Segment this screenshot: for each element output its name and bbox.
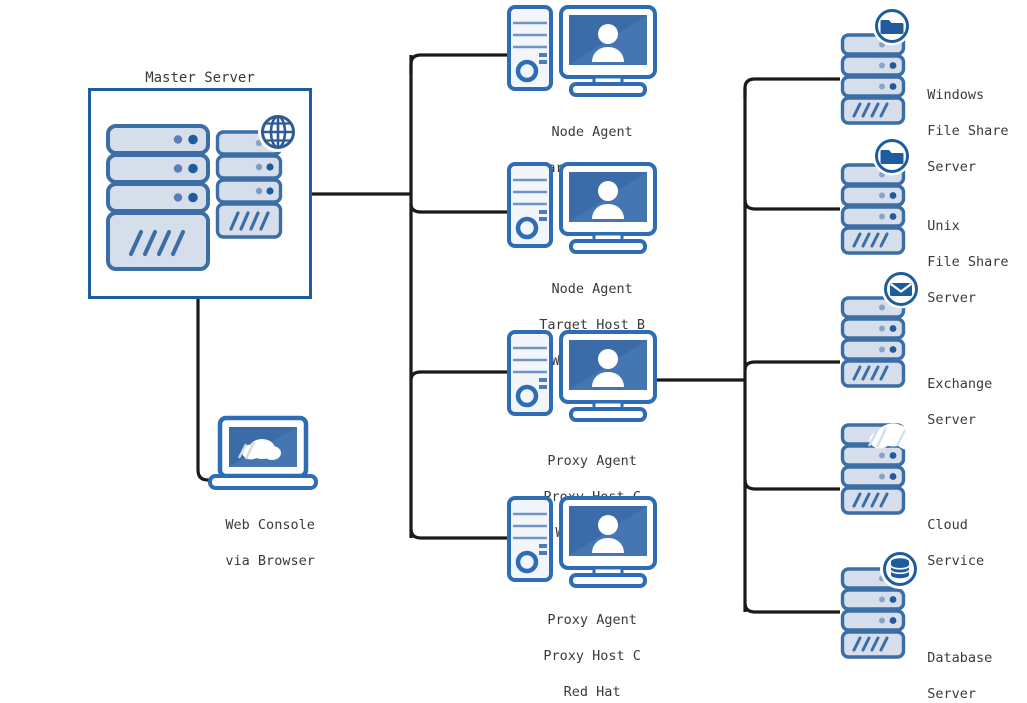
console-line-2: via Browser <box>225 553 315 569</box>
target-server-windows-file-share <box>840 33 906 125</box>
agent-d-line-1: Proxy Agent <box>547 612 637 628</box>
target-branch-1 <box>743 77 840 98</box>
target-2-label: Unix File Share Server <box>911 199 1009 307</box>
link-master-to-console <box>176 299 198 478</box>
agent-d-line-3: Red Hat <box>563 684 621 700</box>
target-4-line-2: Service <box>927 553 985 569</box>
workstation-icon <box>507 496 657 592</box>
target-1-line-1: Windows <box>927 87 985 103</box>
agent-b-line-2: Target Host B <box>539 317 645 333</box>
console-line-1: Web Console <box>225 517 315 533</box>
agent-a-line-1: Node Agent <box>551 124 633 140</box>
workstation-icon <box>507 330 657 426</box>
agent-branch-a <box>409 53 507 74</box>
target-3-label: Exchange Server <box>911 357 992 429</box>
target-1-line-3: Server <box>927 159 977 175</box>
folder-icon <box>871 135 913 177</box>
globe-icon <box>256 110 300 154</box>
target-2-line-1: Unix <box>927 218 960 234</box>
rack-server-large <box>105 124 211 272</box>
agent-branch-d <box>409 528 507 540</box>
target-5-line-2: Server <box>927 686 977 702</box>
target-5-line-1: Database <box>927 650 993 666</box>
folder-icon <box>871 5 913 47</box>
agent-d-line-2: Proxy Host C <box>543 648 641 664</box>
connection-lines <box>176 53 840 614</box>
target-server-exchange <box>840 296 906 388</box>
workstation-icon <box>507 5 657 101</box>
laptop-cloud-icon <box>208 415 318 494</box>
database-icon <box>878 547 922 591</box>
target-branch-2 <box>743 199 840 211</box>
agent-b-line-1: Node Agent <box>551 281 633 297</box>
target-branch-3 <box>743 360 840 371</box>
target-3-line-2: Server <box>927 412 977 428</box>
cloud-icon <box>865 418 921 454</box>
agent-branch-c <box>409 370 507 381</box>
web-console-label: Web Console via Browser <box>162 498 362 570</box>
master-server-title: Master Server <box>145 70 255 86</box>
link-master-console <box>196 299 264 482</box>
workstation-icon <box>507 162 657 258</box>
target-5-label: Database Server <box>911 631 992 703</box>
target-server-unix-file-share <box>840 163 906 255</box>
target-1-label: Windows File Share Server <box>911 68 1009 176</box>
envelope-icon <box>880 268 922 310</box>
target-branch-5 <box>743 602 840 614</box>
target-4-label: Cloud Service <box>911 498 984 570</box>
target-2-line-3: Server <box>927 290 977 306</box>
target-1-line-2: File Share <box>927 123 1009 139</box>
target-3-line-1: Exchange <box>927 376 993 392</box>
target-4-line-1: Cloud <box>927 517 968 533</box>
target-branch-4 <box>743 479 840 491</box>
agent-c-line-1: Proxy Agent <box>547 453 637 469</box>
target-2-line-2: File Share <box>927 254 1009 270</box>
